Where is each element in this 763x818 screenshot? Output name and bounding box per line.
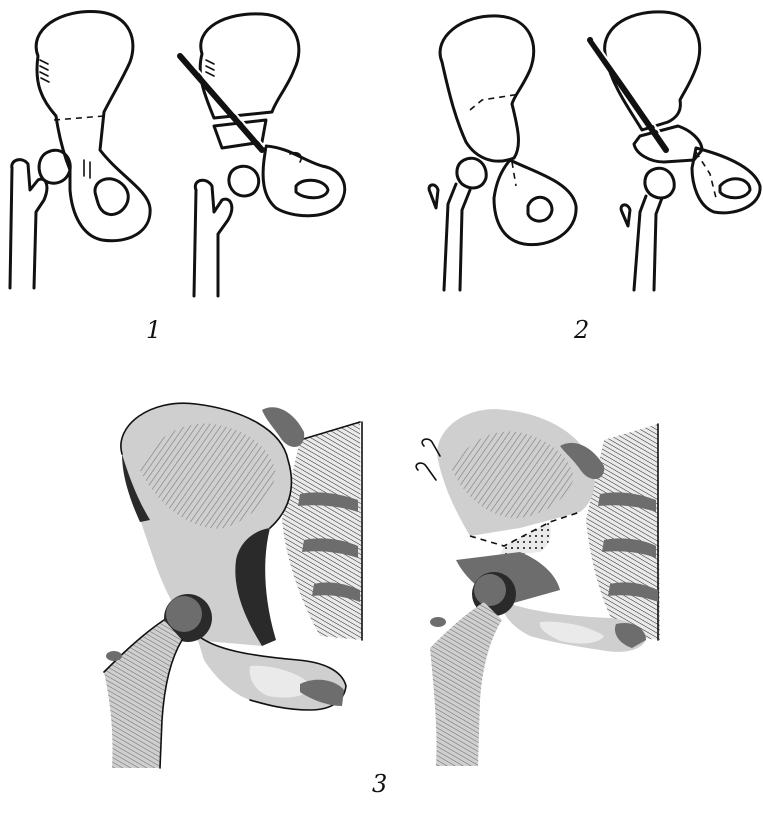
panel-3-pelvis-before bbox=[104, 403, 362, 768]
panel-2-pelvis-before bbox=[429, 16, 576, 290]
panel-label-3: 3 bbox=[372, 770, 387, 798]
panel-2-pelvis-after bbox=[590, 12, 760, 290]
panel-1-diagram bbox=[10, 12, 345, 296]
panel-3-pelvis-after bbox=[416, 409, 660, 766]
panel-label-1: 1 bbox=[146, 316, 161, 344]
panel-2-diagram bbox=[429, 12, 760, 290]
panel-3-illustration bbox=[104, 403, 660, 768]
panel-label-2: 2 bbox=[574, 316, 589, 344]
panel-1-pelvis-after bbox=[180, 14, 345, 296]
panel-1-pelvis-before bbox=[10, 12, 150, 288]
